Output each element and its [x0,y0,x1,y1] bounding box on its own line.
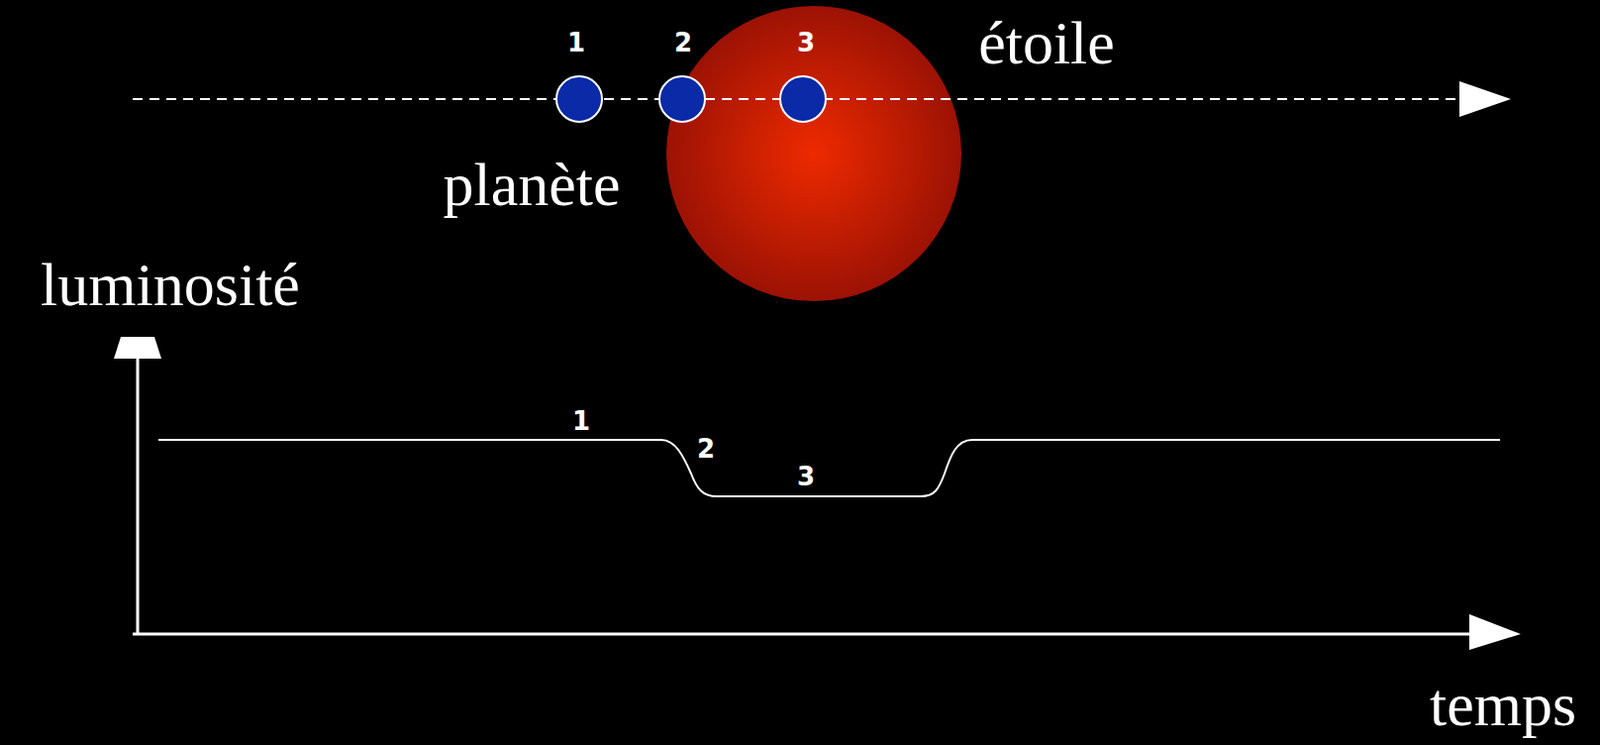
y-arrowhead [113,336,162,359]
planet-label: planète [442,153,620,215]
callout-number: 1 [567,29,586,56]
x-arrowhead [1469,613,1521,650]
callout-number: 3 [797,463,815,490]
planet [659,76,705,122]
path-arrowhead [1459,81,1511,117]
callout-number: 1 [572,407,591,434]
y-axis [136,356,140,635]
callout-number: 2 [697,435,715,462]
star-label: étoile [978,11,1115,74]
x-axis [132,632,1474,636]
planet [556,76,602,122]
axis-label: luminosité [40,253,300,315]
planet [780,76,826,122]
axis-label: temps [1429,673,1577,735]
star [666,5,962,301]
light-curve [158,439,1500,497]
callout-number: 2 [674,29,693,56]
callout-number: 3 [797,29,815,56]
